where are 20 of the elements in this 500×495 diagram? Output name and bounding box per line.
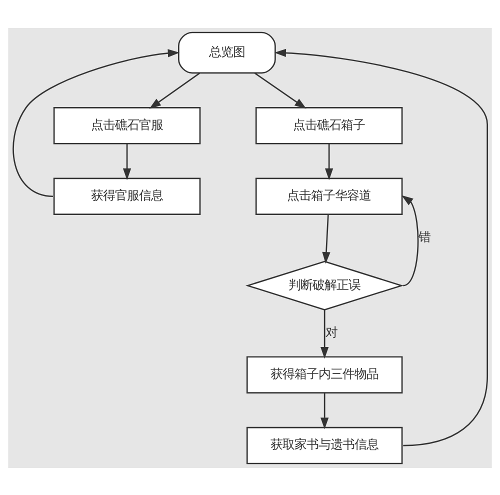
arrow	[12, 48, 180, 197]
arrow	[149, 72, 200, 108]
edge-label: 错	[418, 230, 430, 244]
arrow	[274, 48, 488, 446]
arrow	[322, 214, 330, 264]
arrow	[122, 143, 132, 180]
node-box: 点击礁石官服	[53, 106, 201, 144]
arrow	[320, 310, 329, 358]
node-diamond: 判断破解正误	[245, 260, 404, 310]
arrow	[324, 143, 334, 180]
node-box: 点击箱子华容道	[255, 177, 403, 214]
edge-label: 对	[325, 324, 338, 339]
node-box: 点击礁石箱子	[255, 106, 403, 144]
node-box: 获得箱子内三件物品	[246, 356, 403, 393]
node-box: 获取家书与遗书信息	[246, 426, 403, 464]
arrow	[402, 194, 419, 286]
node-box: 总览图	[178, 31, 276, 74]
arrow	[320, 392, 329, 429]
node-box: 获得官服信息	[53, 177, 201, 214]
arrow	[254, 72, 306, 108]
